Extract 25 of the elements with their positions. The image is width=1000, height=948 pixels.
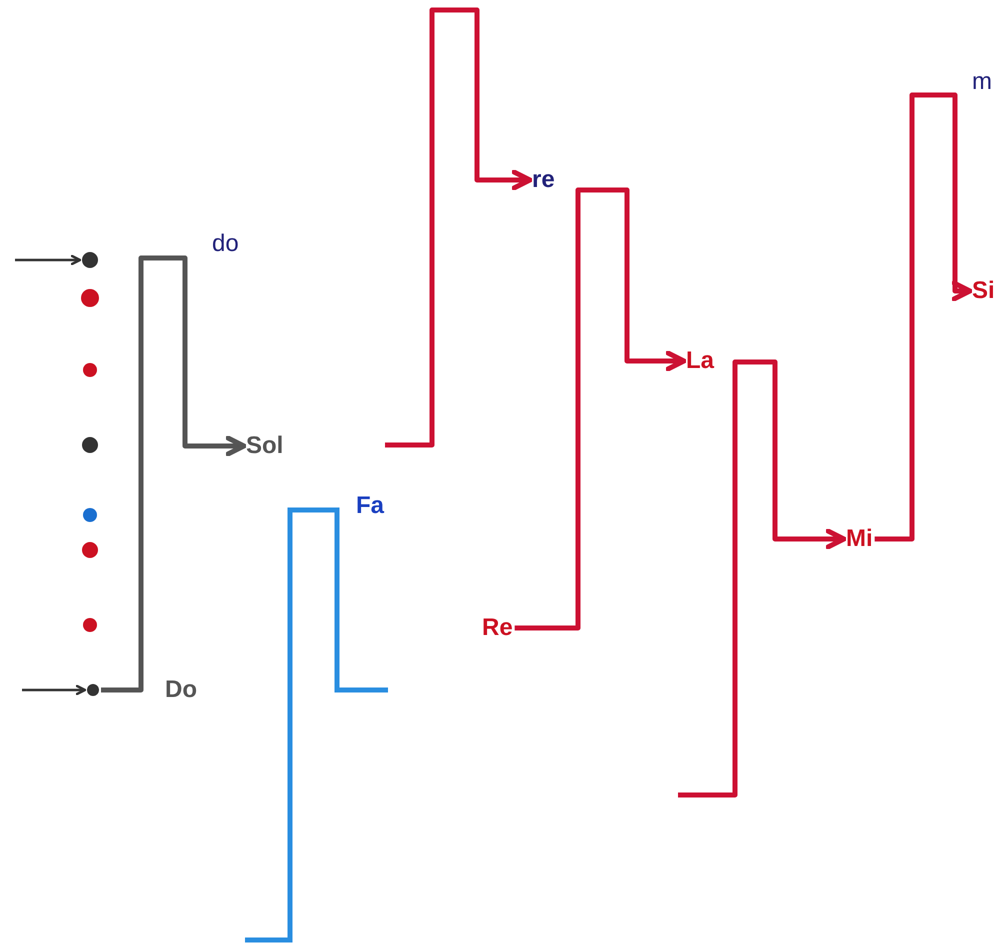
step-line-arrow bbox=[874, 92, 972, 542]
step-line-arrow bbox=[101, 256, 246, 692]
note-name: Sol bbox=[246, 434, 284, 458]
dot-marker bbox=[82, 437, 98, 453]
dot-marker bbox=[82, 252, 98, 268]
note-name: Mi bbox=[846, 527, 873, 551]
step-line-arrow bbox=[514, 188, 686, 630]
arrow bbox=[15, 254, 82, 266]
dot-marker bbox=[87, 684, 99, 696]
edge-label: m bbox=[972, 70, 992, 94]
dot-marker bbox=[83, 508, 97, 522]
note-label: Do bbox=[165, 678, 197, 702]
dot-marker bbox=[81, 289, 99, 307]
dot-marker bbox=[83, 618, 97, 632]
dot-marker bbox=[82, 542, 98, 558]
note-label: Fa bbox=[356, 494, 384, 518]
dot-marker bbox=[83, 363, 97, 377]
note-name: Re bbox=[482, 616, 513, 640]
arrow bbox=[22, 684, 86, 696]
note-name: La bbox=[686, 349, 714, 373]
step-line-arrow bbox=[385, 8, 532, 448]
edge-label: do bbox=[212, 232, 239, 256]
step-line-arrow bbox=[678, 360, 846, 798]
note-name: re bbox=[532, 168, 555, 192]
note-name: Si bbox=[972, 279, 995, 303]
